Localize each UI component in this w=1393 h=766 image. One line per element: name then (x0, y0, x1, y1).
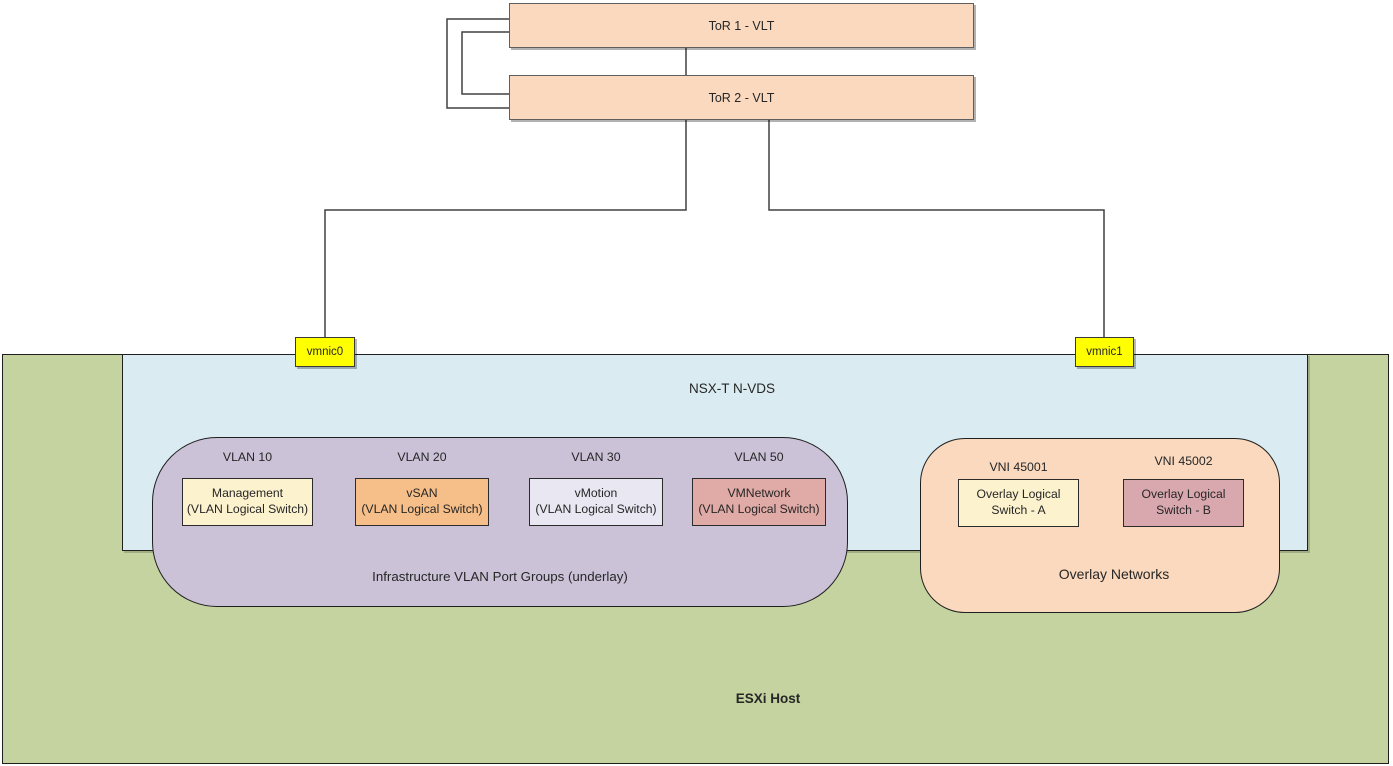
vlt-interconnect-inner-line (461, 31, 509, 95)
vmotion-switch-sub: (VLAN Logical Switch) (535, 502, 657, 516)
management-switch-sub: (VLAN Logical Switch) (186, 502, 309, 516)
vni45001-label: VNI 45001 (989, 460, 1048, 474)
vsan-switch-name: vSAN (406, 486, 438, 501)
tor1-switch-box: ToR 1 - VLT (509, 3, 974, 48)
overlay-networks-caption: Overlay Networks (1058, 566, 1170, 582)
overlay-switch-a-name: Overlay Logical Switch - A (976, 487, 1061, 517)
tor2-label: ToR 2 - VLT (708, 90, 775, 105)
vsan-switch-sub: (VLAN Logical Switch) (361, 502, 483, 516)
tor1-to-vmnic0-line (324, 48, 687, 337)
vmnic1-label: vmnic1 (1086, 346, 1123, 358)
vlan30-label: VLAN 30 (571, 450, 621, 464)
management-switch-box: Management (VLAN Logical Switch) (182, 478, 313, 526)
tor2-to-vmnic1-line (768, 120, 1105, 337)
vni45002-label: VNI 45002 (1154, 454, 1213, 468)
vmnic0-box: vmnic0 (295, 337, 355, 367)
vlan-port-groups-container: VLAN 10 Management (VLAN Logical Switch)… (152, 437, 848, 607)
overlay-switch-b-box: Overlay Logical Switch - B (1123, 479, 1244, 527)
vmnetwork-switch-box: VMNetwork (VLAN Logical Switch) (692, 478, 826, 526)
overlay-switch-a-box: Overlay Logical Switch - A (958, 479, 1079, 527)
vmnetwork-switch-name: VMNetwork (727, 486, 791, 501)
vlan20-label: VLAN 20 (397, 450, 447, 464)
vmotion-switch-name: vMotion (574, 486, 618, 501)
esxi-host-label: ESXi Host (735, 691, 801, 706)
vlan50-label: VLAN 50 (734, 450, 784, 464)
vlt-interconnect-outer-line (446, 18, 509, 109)
tor2-switch-box: ToR 2 - VLT (509, 75, 974, 120)
vlan10-label: VLAN 10 (222, 450, 273, 464)
vmotion-switch-box: vMotion (VLAN Logical Switch) (529, 478, 663, 526)
vmnetwork-switch-sub: (VLAN Logical Switch) (698, 502, 820, 516)
vsan-switch-box: vSAN (VLAN Logical Switch) (355, 478, 489, 526)
management-switch-name: Management (211, 486, 284, 501)
overlay-networks-container: VNI 45001 Overlay Logical Switch - A VNI… (920, 438, 1280, 613)
nvds-label: NSX-T N-VDS (688, 381, 775, 396)
vlan-port-groups-caption: Infrastructure VLAN Port Groups (underla… (372, 569, 628, 584)
vmnic0-label: vmnic0 (306, 346, 344, 358)
tor1-label: ToR 1 - VLT (708, 18, 775, 33)
vmnic1-box: vmnic1 (1075, 337, 1134, 367)
overlay-switch-b-name: Overlay Logical Switch - B (1141, 487, 1226, 517)
